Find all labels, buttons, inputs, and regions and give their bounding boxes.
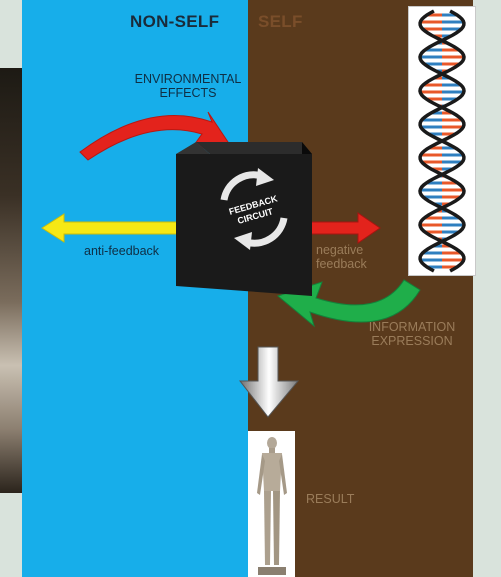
non-self-heading: NON-SELF [130,12,220,31]
negative-feedback-label: negative feedback [316,243,367,271]
self-heading: SELF [258,12,303,31]
anti-feedback-arrow [41,213,181,243]
feedback-circuit-box [176,142,312,296]
helix-strand [418,9,466,273]
information-expression-arrow [276,279,421,328]
kouros-statue-image [248,431,295,577]
background-photo [0,68,22,493]
statue-icon [257,437,287,575]
dna-helix-image [408,6,476,276]
result-label: RESULT [306,492,355,506]
dna-helix-icon [418,9,466,273]
result-arrow [238,346,300,418]
environmental-effects-label: ENVIRONMENTAL EFFECTS [134,72,242,100]
cycle-icon [220,168,288,250]
information-expression-label: INFORMATION EXPRESSION [368,320,456,348]
anti-feedback-label: anti-feedback [84,244,160,258]
